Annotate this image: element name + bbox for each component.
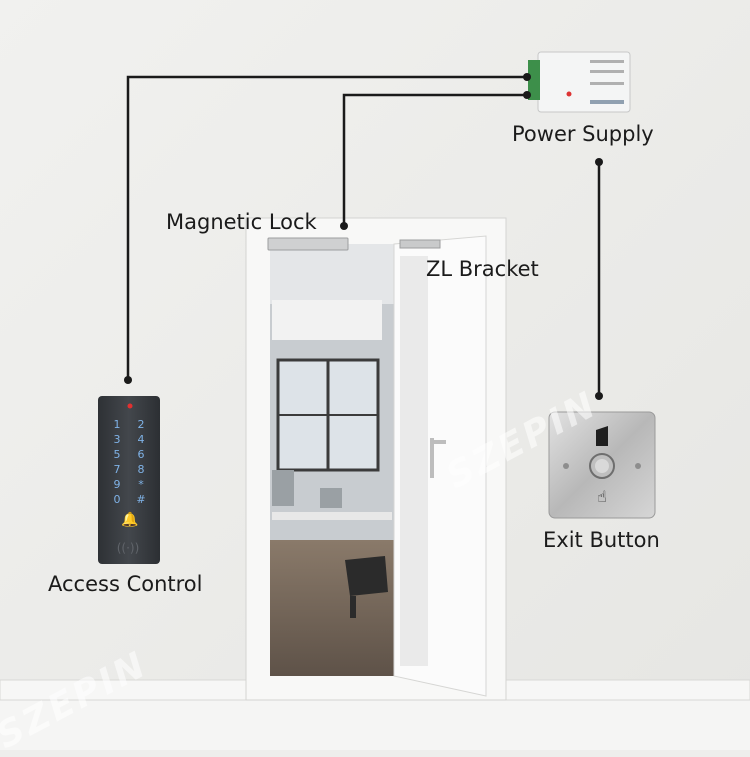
door-symbol-icon	[596, 426, 608, 446]
wire-terminal	[523, 91, 531, 99]
access-control-keypad: 1 2 3 4 5 6 7 8 9 * 0 # 🔔 ((·))	[98, 396, 160, 564]
keypad-key: 8	[138, 463, 145, 476]
baseboard-right	[505, 679, 750, 701]
wire-magnetic-lock	[342, 93, 527, 228]
wiring	[126, 75, 601, 396]
label-power-supply: Power Supply	[512, 122, 654, 146]
rfid-icon: ((·))	[117, 541, 140, 555]
wire-terminal	[124, 376, 132, 384]
keypad-key: 1	[114, 418, 121, 431]
power-supply-unit	[528, 51, 631, 113]
wire-access-control	[126, 75, 527, 380]
keypad-key: 7	[114, 463, 121, 476]
bell-icon: 🔔	[121, 511, 138, 528]
keypad-key: *	[138, 478, 144, 491]
hand-icon: ☝	[597, 487, 607, 506]
wire-terminal	[595, 158, 603, 166]
wire-terminal	[595, 392, 603, 400]
label-magnetic-lock: Magnetic Lock	[166, 210, 317, 234]
keypad-key: 4	[138, 433, 145, 446]
label-access-control: Access Control	[48, 572, 203, 596]
label-zl-bracket: ZL Bracket	[426, 257, 539, 281]
keypad-key: #	[136, 493, 145, 506]
status-led	[127, 403, 133, 409]
floor	[0, 700, 750, 750]
magnetic-lock	[267, 237, 349, 251]
zl-bracket	[399, 239, 441, 249]
keypad-key: 9	[114, 478, 121, 491]
keypad-key: 3	[114, 433, 121, 446]
exit-button-plate: ☝	[548, 411, 656, 519]
keypad-key: 5	[114, 448, 121, 461]
keypad-key: 6	[138, 448, 145, 461]
label-exit-button: Exit Button	[543, 528, 660, 552]
wire-terminal	[523, 73, 531, 81]
keypad-key: 0	[114, 493, 121, 506]
door-leaf	[393, 235, 487, 697]
wire-terminal	[340, 222, 348, 230]
keypad-key: 2	[138, 418, 145, 431]
